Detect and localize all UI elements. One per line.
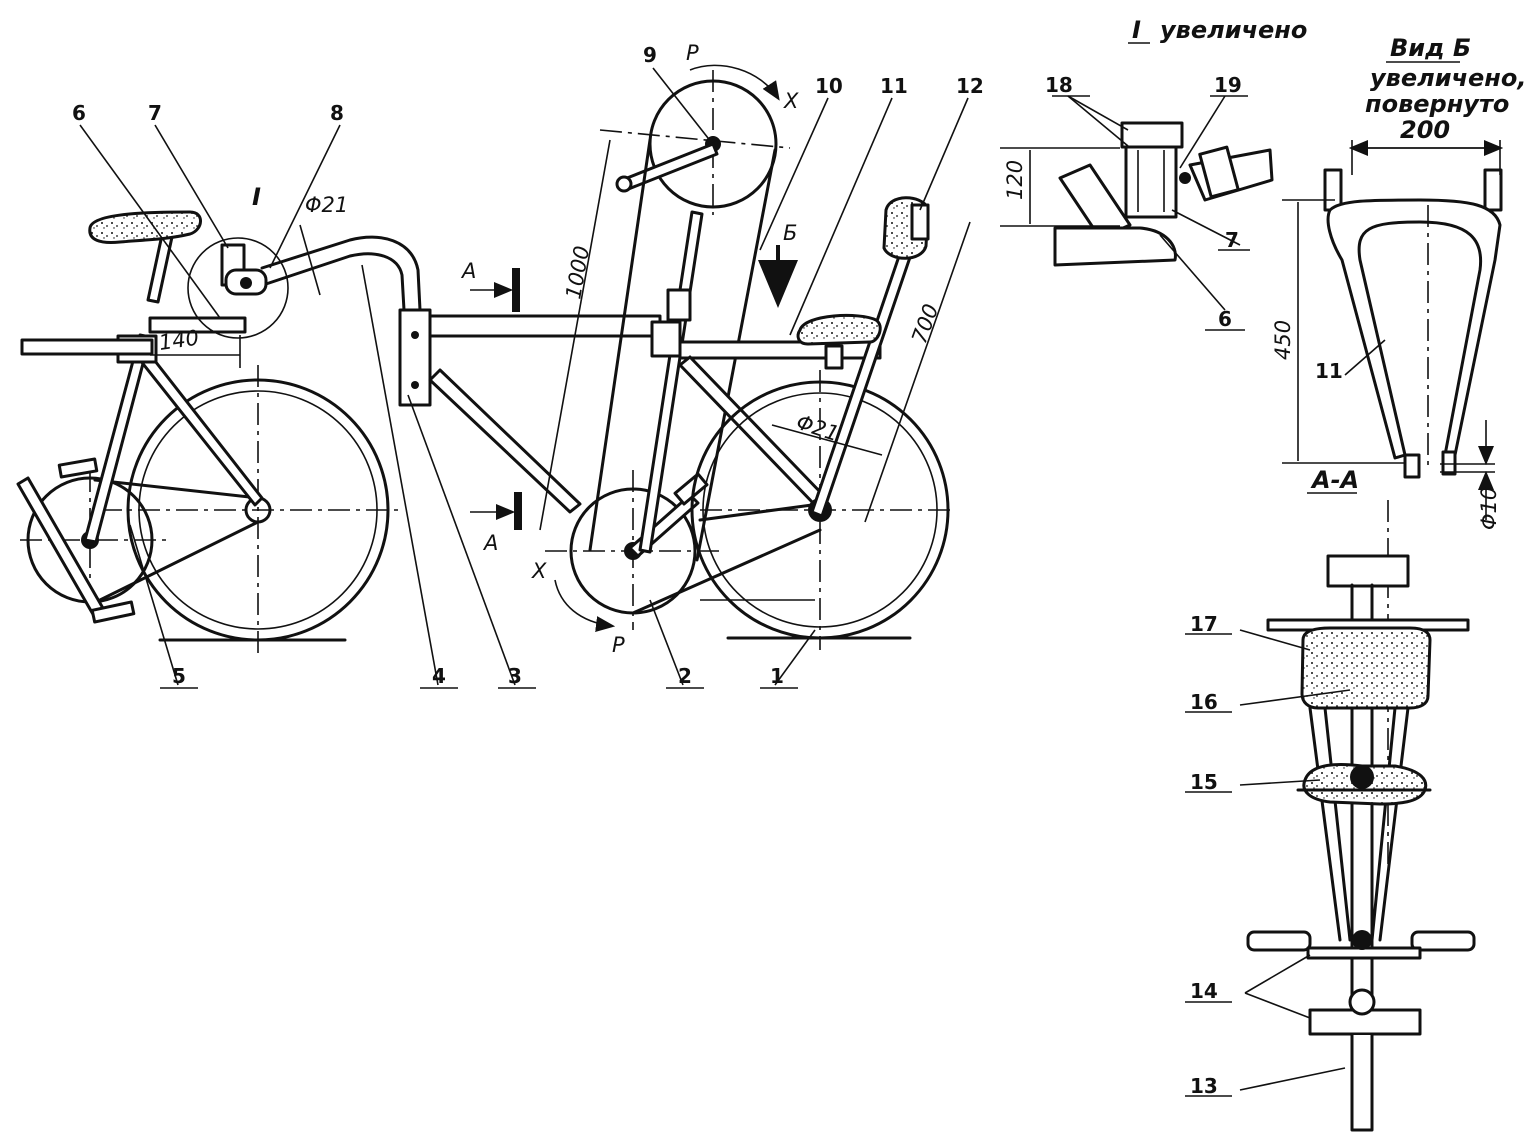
callout-15: 15 xyxy=(1190,770,1218,794)
callout-5: 5 xyxy=(172,664,186,688)
callout-17: 17 xyxy=(1190,612,1218,636)
view-B-line3: повернуто xyxy=(1365,90,1509,118)
sprocket-top xyxy=(599,70,791,215)
callout-2: 2 xyxy=(678,664,692,688)
view-B-title: Вид Б xyxy=(1390,34,1471,62)
dim-120: 120 xyxy=(1003,160,1027,200)
callout-7: 7 xyxy=(148,101,162,125)
detail-I-caption: увеличено xyxy=(1160,16,1307,44)
top-view xyxy=(1185,500,1476,1132)
callout-labels: 1 2 3 4 5 6 7 8 9 10 11 12 13 14 15 16 1… xyxy=(72,43,1343,1098)
marker-P-bottom: Р xyxy=(612,633,625,657)
dim-140: 140 xyxy=(157,326,200,355)
callout-14: 14 xyxy=(1190,979,1218,1003)
marker-P-top: Р xyxy=(686,41,699,65)
callout-9: 9 xyxy=(643,43,657,67)
marker-X-bottom: Х xyxy=(531,559,547,583)
front-wheel-left xyxy=(100,365,400,655)
dim-200: 200 xyxy=(1400,116,1450,144)
detail-I-view xyxy=(1000,42,1274,331)
dim-phi21-a: Φ21 xyxy=(305,193,348,217)
seat-foam-icon xyxy=(88,210,202,244)
dim-450: 450 xyxy=(1271,320,1295,360)
callout-10: 10 xyxy=(815,74,843,98)
marker-A-bottom: А xyxy=(482,531,498,555)
detail-callout-7: 7 xyxy=(1225,228,1239,252)
view-B xyxy=(1282,61,1504,520)
marker-X-top: Х xyxy=(783,89,799,113)
callout-12: 12 xyxy=(956,74,984,98)
detail-I-numeral: I xyxy=(1132,16,1141,44)
marker-labels: А А Б Р Х Р Х I xyxy=(252,41,799,657)
side-view xyxy=(16,64,971,689)
callout-13: 13 xyxy=(1190,1074,1218,1098)
callout-8: 8 xyxy=(330,101,344,125)
dim-phi10: Φ10 xyxy=(1477,487,1501,530)
marker-I-ring: I xyxy=(252,183,261,211)
callout-19: 19 xyxy=(1214,73,1242,97)
marker-A-top: А xyxy=(460,259,476,283)
dim-700: 700 xyxy=(907,301,943,347)
callout-1: 1 xyxy=(770,664,784,688)
callout-18: 18 xyxy=(1045,73,1073,97)
detail-callout-6: 6 xyxy=(1218,307,1232,331)
callout-4: 4 xyxy=(432,664,446,688)
dim-phi21-b: Φ21 xyxy=(793,410,842,446)
callout-3: 3 xyxy=(508,664,522,688)
seat-foam-icon xyxy=(796,313,882,346)
callout-11: 11 xyxy=(880,74,908,98)
callout-16: 16 xyxy=(1190,690,1218,714)
seat-foam-icon xyxy=(1300,626,1432,710)
view-B-line2: увеличено, xyxy=(1370,64,1526,92)
dim-1000: 1000 xyxy=(561,244,594,301)
titles: I увеличено Вид Б увеличено, повернуто А… xyxy=(1132,16,1526,494)
section-AA-label: А-А xyxy=(1310,466,1359,494)
marker-B: Б xyxy=(783,221,797,245)
callout-6: 6 xyxy=(72,101,86,125)
view-b-callout-11: 11 xyxy=(1315,359,1343,383)
